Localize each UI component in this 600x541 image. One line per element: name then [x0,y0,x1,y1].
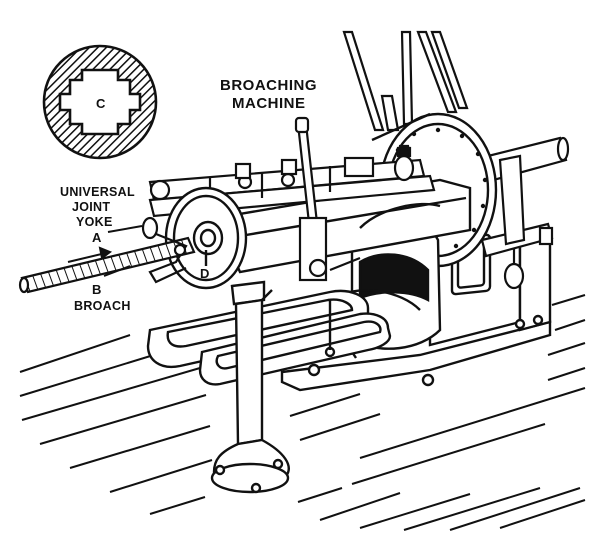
universal-label-2: JOINT [72,200,110,214]
floor-boards [19,294,586,531]
universal-joint-yoke [141,216,188,284]
leader-lines [67,225,207,277]
control-lever [294,116,361,282]
cross-section-inset [42,44,158,160]
universal-label-3: YOKE [76,215,113,229]
broach-bar [18,236,196,294]
right-bracket [480,154,554,290]
overhead-rods [342,30,469,132]
front-collar [164,186,248,290]
letter-d: D [200,266,209,281]
letter-a: A [92,230,102,245]
letter-b: B [92,282,101,297]
title-line-2: MACHINE [232,95,306,112]
letter-c: C [96,96,106,111]
title-line-1: BROACHING [220,77,317,94]
machine-base [280,233,552,392]
broach-label: BROACH [74,299,131,313]
pedestal-leg [210,280,290,494]
universal-label-1: UNIVERSAL [60,185,135,199]
